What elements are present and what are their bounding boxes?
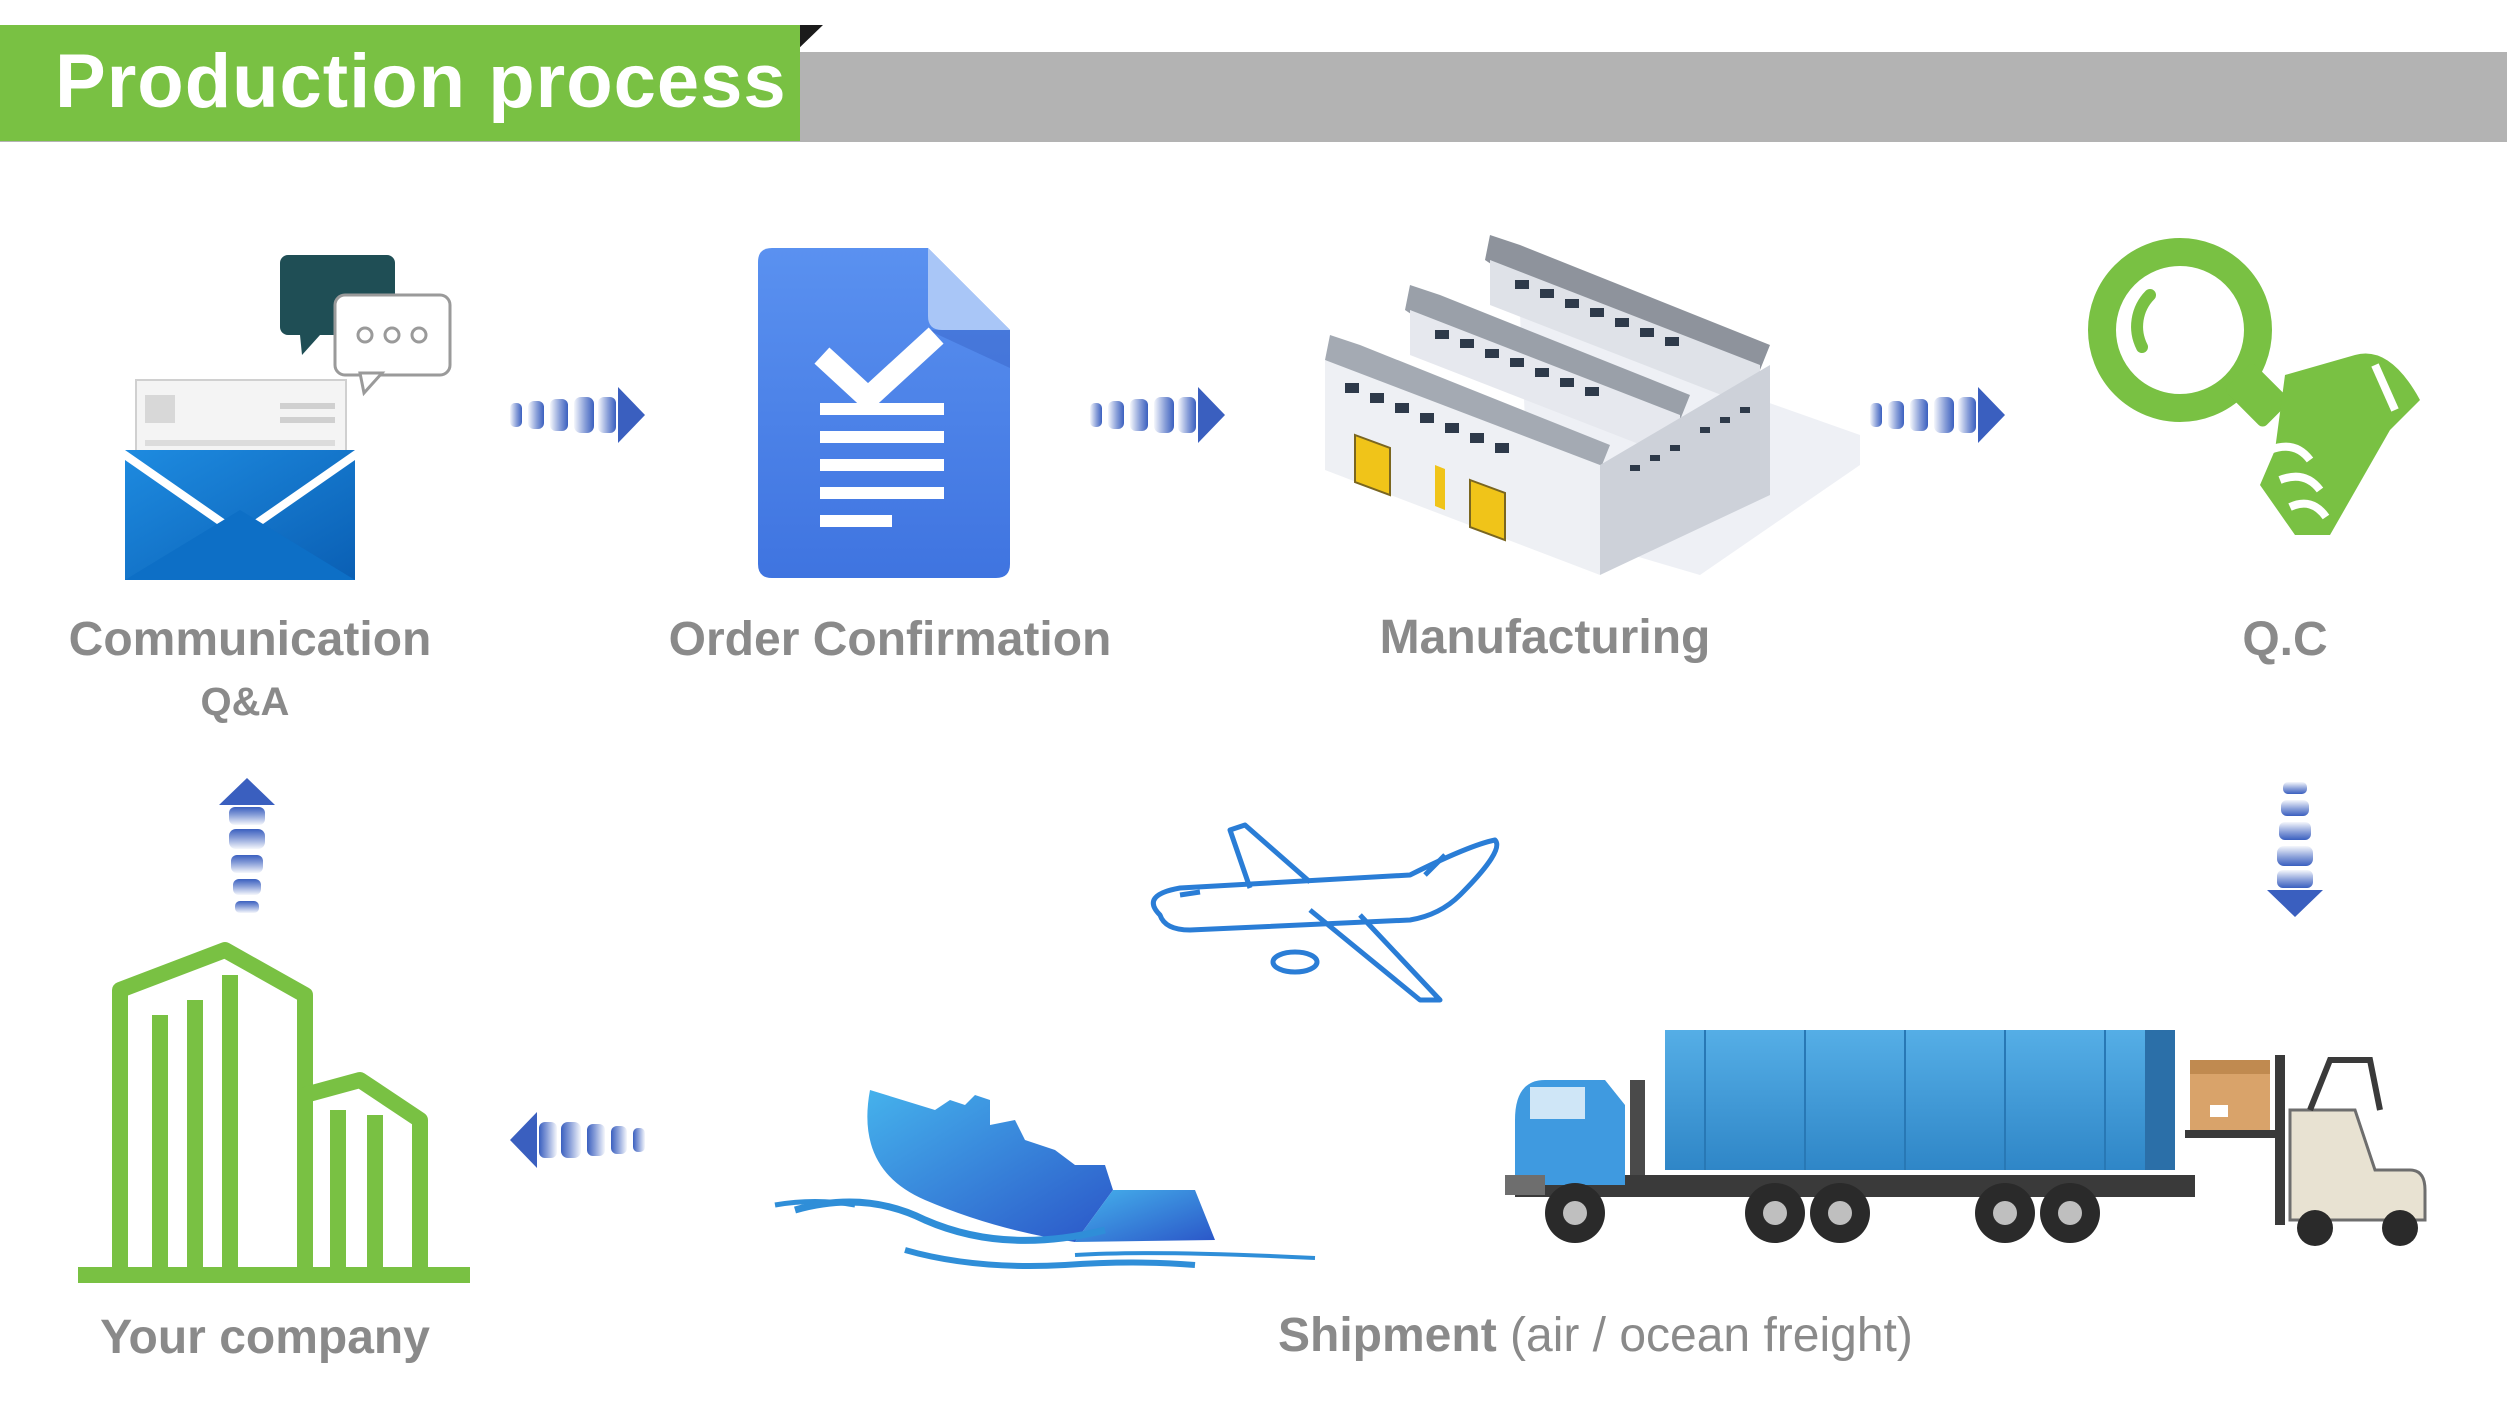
shipment-label-bold: Shipment — [1278, 1309, 1497, 1362]
arrow-comm-to-order — [510, 387, 645, 443]
step-label-your-company: Your company — [100, 1311, 430, 1364]
step-label-communication: Communication — [68, 613, 432, 666]
header-title-box — [0, 25, 800, 141]
arrow-manufacturing-to-qc — [1870, 387, 2005, 443]
truck-icon — [1505, 1030, 2195, 1243]
arrow-qc-to-shipment — [2267, 782, 2323, 917]
arrow-order-to-manufacturing — [1090, 387, 1225, 443]
forklift-icon — [2185, 1055, 2427, 1246]
page-title: Production process — [55, 39, 787, 124]
magnifier-hand-icon — [2088, 238, 2420, 535]
factory-icon — [1325, 235, 1860, 575]
step-label-shipment: Shipment (air / ocean freight) — [1278, 1308, 1913, 1363]
document-check-icon — [758, 248, 1010, 578]
step-sublabel-qa: Q&A — [200, 680, 290, 724]
email-chat-icon — [125, 255, 452, 580]
arrow-shipment-to-company — [510, 1112, 645, 1168]
arrow-company-to-comm — [219, 778, 275, 913]
step-label-manufacturing: Manufacturing — [1379, 611, 1711, 664]
airplane-icon — [1150, 822, 1500, 1003]
step-label-qc: Q.C — [2242, 613, 2328, 666]
shipment-label-rest: (air / ocean freight) — [1496, 1309, 1913, 1362]
ship-icon — [774, 1090, 1316, 1269]
step-label-order-confirmation: Order Confirmation — [668, 613, 1112, 666]
building-icon — [78, 942, 470, 1283]
